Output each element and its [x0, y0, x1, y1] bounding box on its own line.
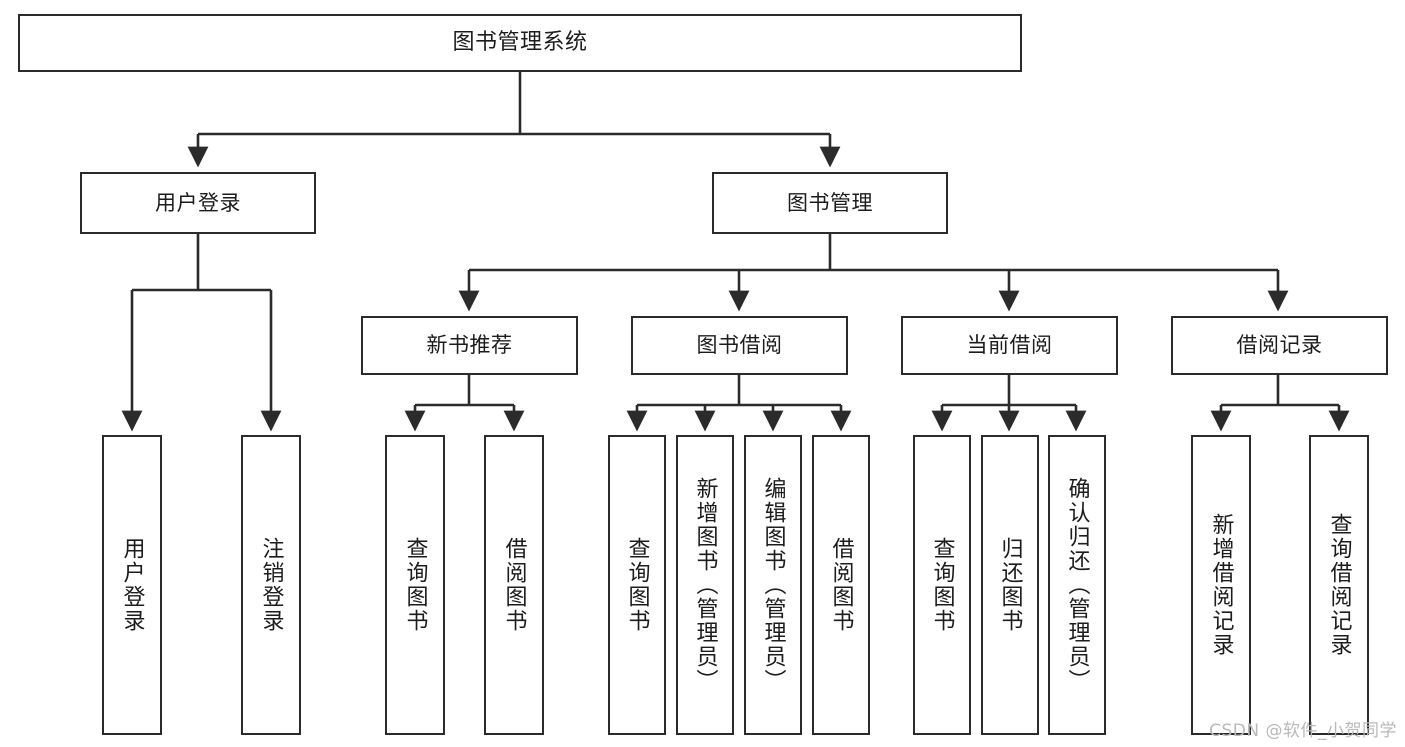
node-leaf-edit-book-label: 编辑图书（管理员）: [760, 477, 786, 693]
node-leaf-user-login[interactable]: 用户登录: [102, 435, 162, 735]
node-leaf-logout-login-label: 注销登录: [258, 537, 284, 633]
node-leaf-confirm-return[interactable]: 确认归还（管理员）: [1048, 435, 1106, 735]
node-root[interactable]: 图书管理系统: [18, 14, 1022, 72]
node-leaf-borrow-book-1[interactable]: 借阅图书: [484, 435, 544, 735]
node-book-borrow-label: 图书借阅: [696, 333, 783, 358]
node-leaf-borrow-book-2-label: 借阅图书: [828, 537, 854, 633]
node-leaf-return-book-label: 归还图书: [997, 537, 1023, 633]
node-leaf-add-record[interactable]: 新增借阅记录: [1191, 435, 1251, 735]
node-book-management[interactable]: 图书管理: [712, 172, 948, 234]
node-leaf-return-book[interactable]: 归还图书: [981, 435, 1039, 735]
node-leaf-query-book-2-label: 查询图书: [624, 537, 650, 633]
node-leaf-user-login-label: 用户登录: [119, 537, 145, 633]
node-borrow-record[interactable]: 借阅记录: [1171, 316, 1388, 375]
node-book-borrow[interactable]: 图书借阅: [631, 316, 848, 375]
node-leaf-query-book-3-label: 查询图书: [929, 537, 955, 633]
node-leaf-borrow-book-1-label: 借阅图书: [501, 537, 527, 633]
node-current-borrow-label: 当前借阅: [966, 333, 1053, 358]
node-leaf-edit-book[interactable]: 编辑图书（管理员）: [744, 435, 802, 735]
node-leaf-logout-login[interactable]: 注销登录: [241, 435, 301, 735]
node-root-label: 图书管理系统: [452, 30, 588, 56]
node-borrow-record-label: 借阅记录: [1236, 333, 1323, 358]
node-leaf-add-book-label: 新增图书（管理员）: [692, 477, 718, 693]
node-current-borrow[interactable]: 当前借阅: [901, 316, 1118, 375]
node-leaf-confirm-return-label: 确认归还（管理员）: [1064, 477, 1090, 693]
node-leaf-query-book-1-label: 查询图书: [402, 537, 428, 633]
node-user-login[interactable]: 用户登录: [80, 172, 316, 234]
node-leaf-add-record-label: 新增借阅记录: [1208, 513, 1234, 657]
node-book-management-label: 图书管理: [787, 190, 873, 215]
node-leaf-query-book-1[interactable]: 查询图书: [385, 435, 445, 735]
node-new-book-recommend[interactable]: 新书推荐: [361, 316, 578, 375]
node-leaf-query-book-2[interactable]: 查询图书: [608, 435, 666, 735]
csdn-watermark: CSDN @软件_小贺同学: [1209, 721, 1397, 741]
node-leaf-query-book-3[interactable]: 查询图书: [913, 435, 971, 735]
node-user-login-label: 用户登录: [155, 190, 241, 215]
node-new-book-recommend-label: 新书推荐: [426, 333, 513, 358]
node-leaf-add-book[interactable]: 新增图书（管理员）: [676, 435, 734, 735]
node-leaf-query-record-label: 查询借阅记录: [1326, 513, 1352, 657]
node-leaf-query-record[interactable]: 查询借阅记录: [1309, 435, 1369, 735]
node-leaf-borrow-book-2[interactable]: 借阅图书: [812, 435, 870, 735]
